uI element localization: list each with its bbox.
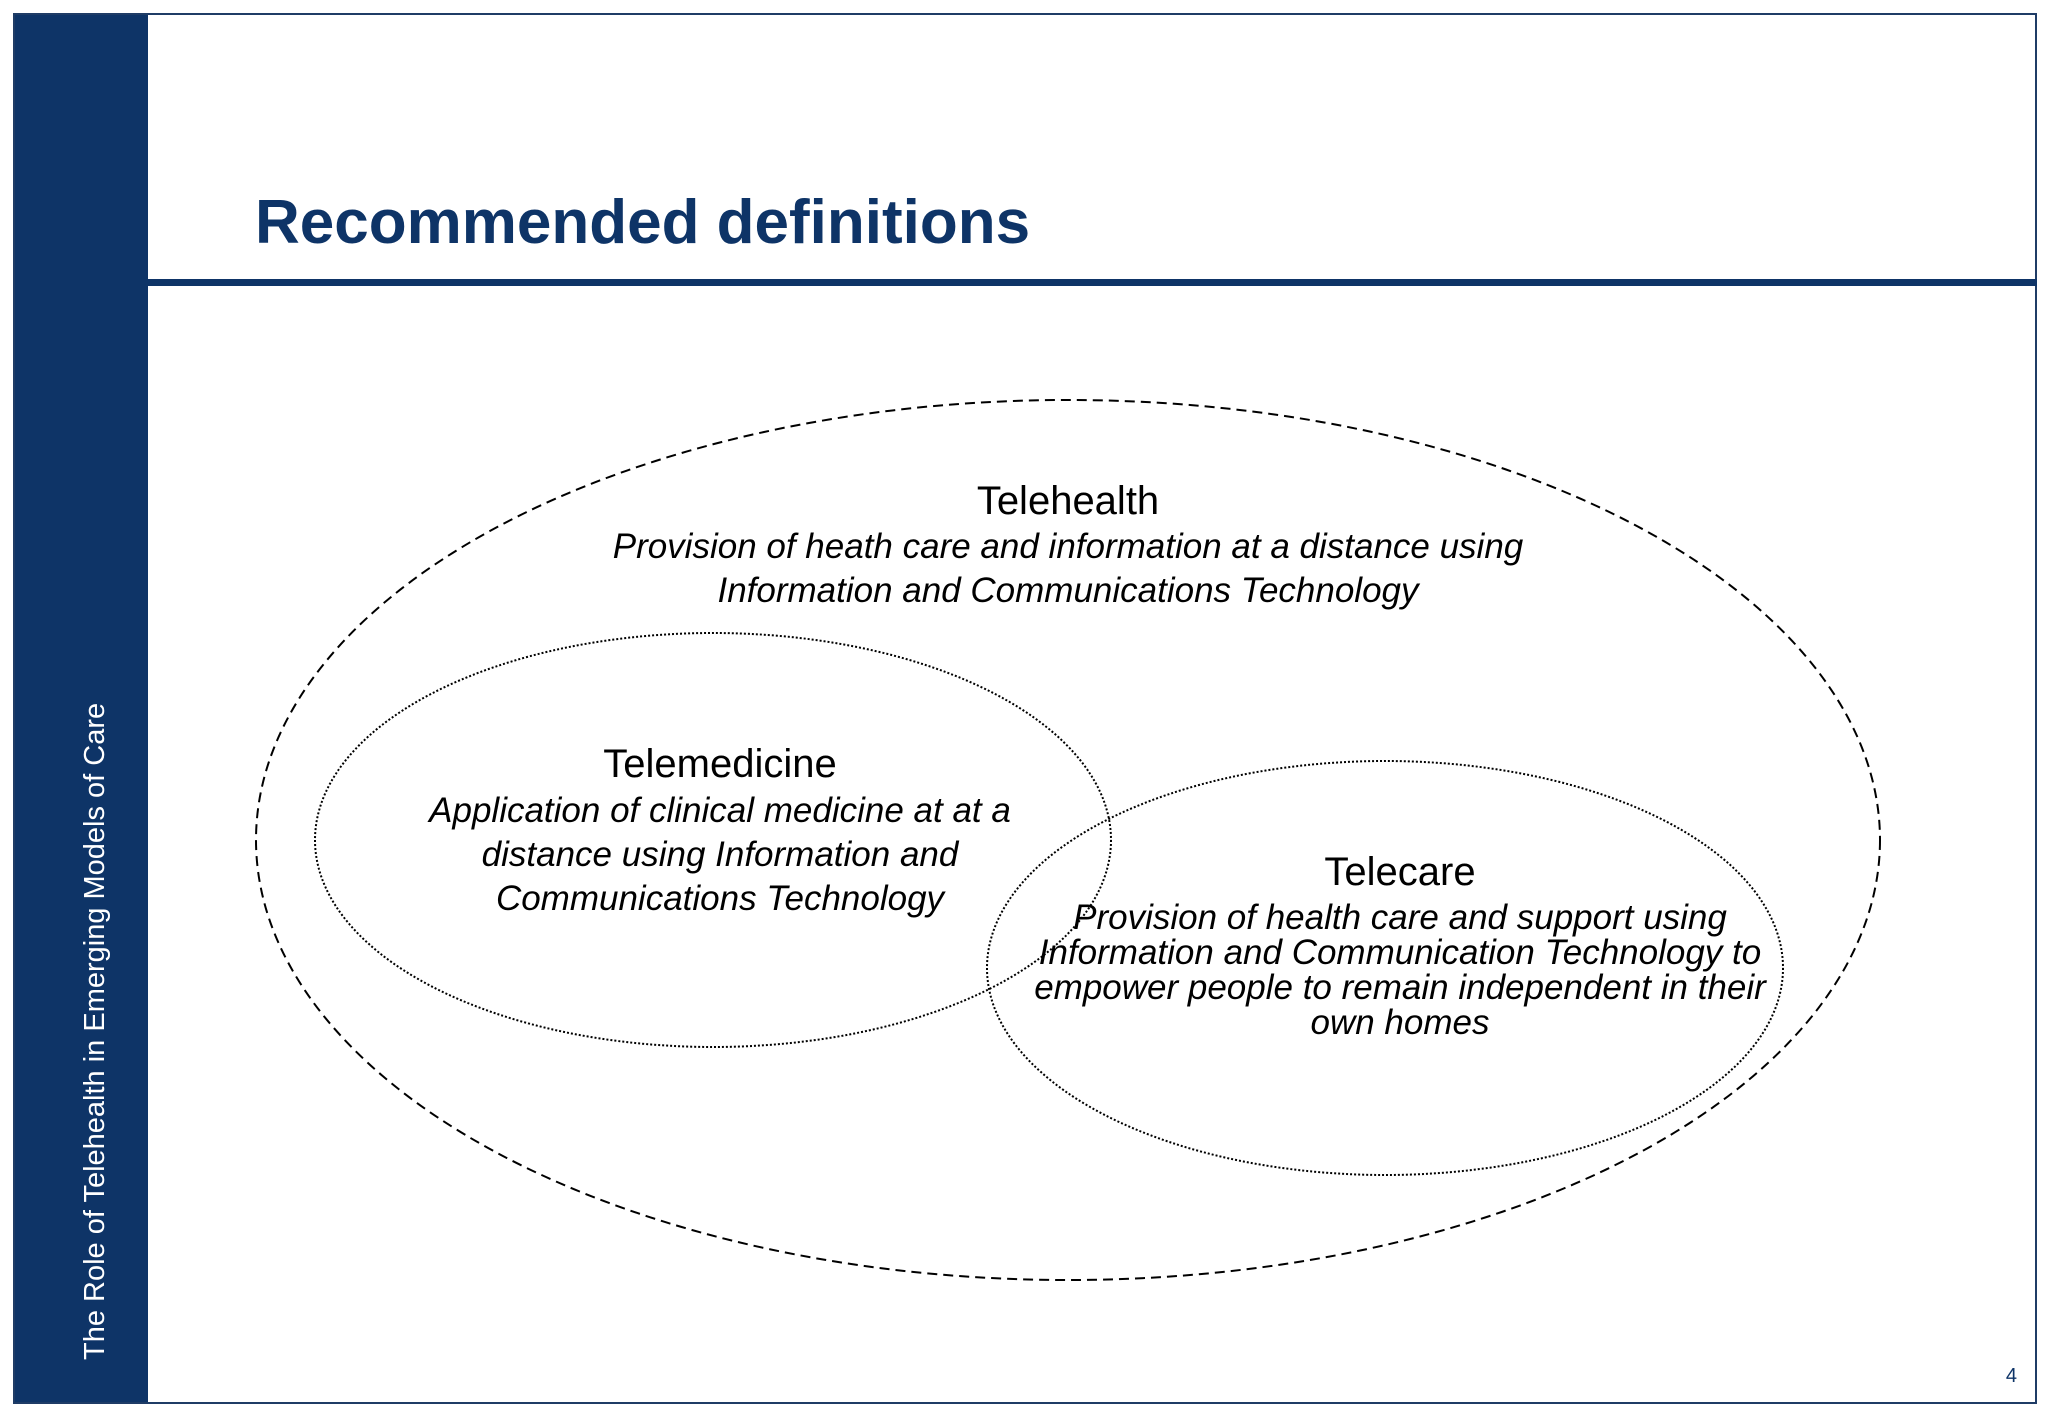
telecare-description: Provision of health care and support usi… [1034, 898, 1766, 1042]
telehealth-description: Provision of heath care and information … [612, 527, 1524, 610]
slide: The Role of Telehealth in Emerging Model… [13, 13, 2037, 1404]
side-bar: The Role of Telehealth in Emerging Model… [15, 15, 148, 1402]
telecare-title: Telecare [1324, 850, 1476, 894]
telemedicine-title: Telemedicine [603, 742, 837, 786]
telehealth-title: Telehealth [976, 479, 1160, 523]
telehealth-ellipse [255, 399, 1881, 1281]
telemedicine-ellipse [314, 632, 1112, 1048]
title-divider [148, 279, 2037, 286]
page-number: 4 [2005, 1365, 2017, 1387]
telemedicine-description: Application of clinical medicine at at a… [429, 791, 1011, 918]
telecare-ellipse [986, 760, 1784, 1176]
page-title: Recommended definitions [255, 188, 1031, 257]
